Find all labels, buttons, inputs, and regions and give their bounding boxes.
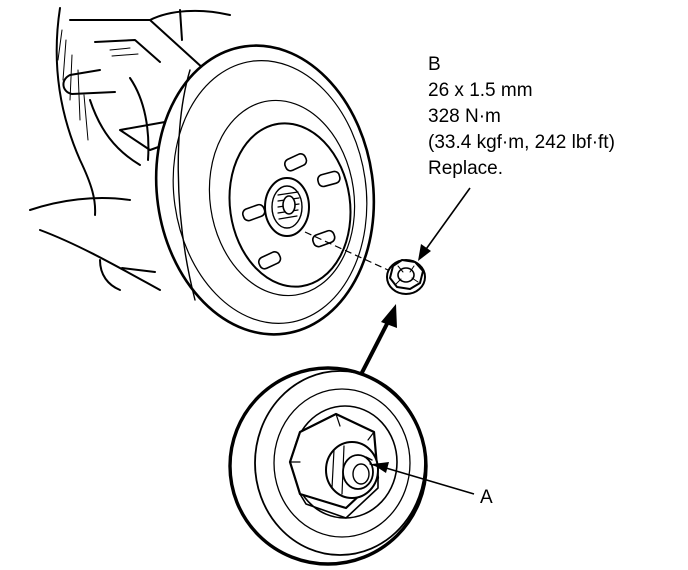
callout-b-leader-arrow — [418, 187, 471, 261]
axle-centerline — [304, 231, 389, 271]
callout-b-letter: B — [428, 54, 441, 75]
callout-b-note: Replace. — [428, 158, 503, 179]
wheel-studs — [241, 153, 341, 270]
callout-a-letter: A — [480, 487, 493, 508]
hub-spindle — [264, 177, 310, 237]
callout-b-size: 26 x 1.5 mm — [428, 80, 533, 101]
callout-b: B 26 x 1.5 mm 328 N·m (33.4 kgf·m, 242 l… — [428, 54, 615, 179]
detail-view-contents — [254, 370, 426, 556]
spindle-nut-icon — [386, 259, 426, 295]
brake-rotor — [154, 44, 376, 336]
callout-b-torque-alt: (33.4 kgf·m, 242 lbf·ft) — [428, 132, 615, 153]
callout-b-torque: 328 N·m — [428, 106, 501, 127]
knuckle-hatching — [57, 29, 139, 141]
callout-a-leader-arrow — [372, 462, 475, 495]
